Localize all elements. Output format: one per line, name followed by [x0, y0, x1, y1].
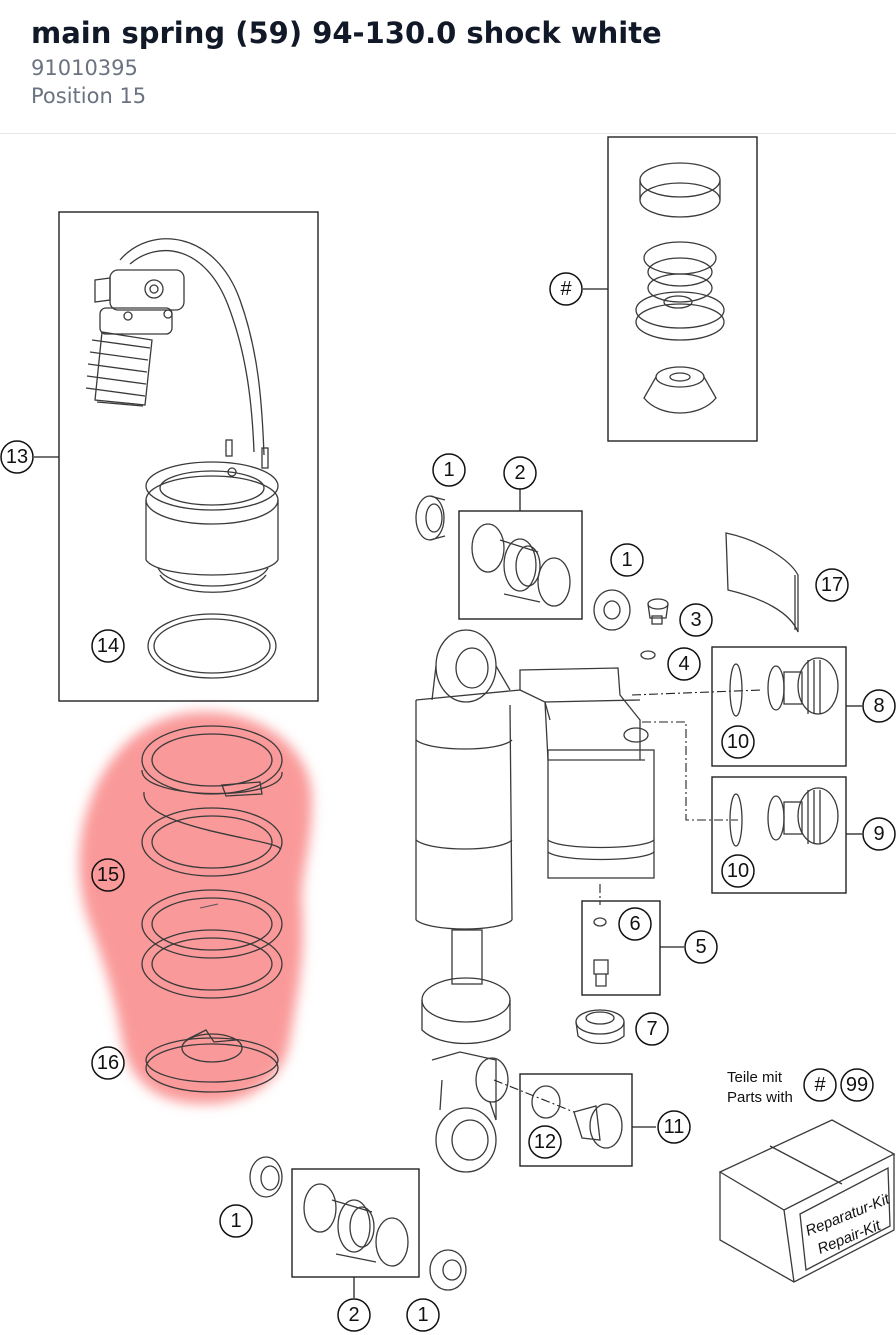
cap-7-drawing — [575, 1009, 625, 1045]
svg-text:7: 7 — [646, 1018, 657, 1040]
callout-1-bottom-right[interactable]: 1 — [406, 1298, 440, 1332]
valve-3-drawing — [647, 598, 669, 625]
bearing-top-drawing — [471, 523, 571, 607]
callout-13[interactable]: 13 — [0, 440, 34, 474]
spring-seat-drawing[interactable] — [145, 1029, 279, 1093]
svg-text:16: 16 — [97, 1052, 119, 1074]
callout-9[interactable]: 9 — [862, 817, 896, 851]
bushing-top-left-drawing — [415, 495, 446, 541]
callout-6[interactable]: 6 — [618, 907, 652, 941]
repair-kit-box-drawing — [718, 1119, 896, 1283]
bushing-bottom-left-drawing — [249, 1156, 283, 1198]
group-box-13 — [58, 211, 319, 702]
svg-text:15: 15 — [97, 864, 119, 886]
svg-text:6: 6 — [629, 913, 640, 935]
callout-12[interactable]: 12 — [528, 1125, 562, 1159]
leader-body-to-11 — [493, 1079, 575, 1113]
svg-text:5: 5 — [695, 936, 706, 958]
reservoir-drawing — [85, 238, 279, 679]
callout-hash-top[interactable]: # — [549, 272, 583, 306]
valve-5-drawing — [593, 917, 609, 987]
callout-1-top-left[interactable]: 1 — [432, 453, 466, 487]
callout-11[interactable]: 11 — [657, 1110, 691, 1144]
svg-text:#: # — [560, 278, 572, 300]
svg-text:8: 8 — [873, 695, 884, 717]
group-box-5 — [581, 900, 661, 996]
main-spring-drawing[interactable] — [141, 725, 283, 999]
callout-8[interactable]: 8 — [862, 689, 896, 723]
svg-text:9: 9 — [873, 823, 884, 845]
callout-15[interactable]: 15 — [91, 858, 125, 892]
svg-text:1: 1 — [230, 1210, 241, 1232]
highlight-region-15[interactable] — [79, 712, 312, 1104]
svg-text:11: 11 — [664, 1116, 685, 1138]
callout-99[interactable]: 99 — [840, 1068, 874, 1102]
callout-2-top[interactable]: 2 — [503, 456, 537, 490]
callout-2-bottom[interactable]: 2 — [337, 1298, 371, 1332]
callout-7[interactable]: 7 — [635, 1012, 669, 1046]
svg-text:99: 99 — [846, 1074, 868, 1096]
svg-text:10: 10 — [727, 860, 749, 882]
svg-text:4: 4 — [678, 653, 689, 675]
group-box-9 — [711, 776, 847, 894]
part-header: main spring (59) 94-130.0 shock white 91… — [0, 0, 896, 134]
svg-text:14: 14 — [97, 635, 119, 657]
svg-text:2: 2 — [348, 1304, 359, 1326]
piston-9-drawing — [729, 787, 839, 847]
valve-11-drawing — [531, 1085, 623, 1149]
svg-text:10: 10 — [727, 731, 749, 753]
group-box-11 — [519, 1073, 633, 1167]
callout-17[interactable]: 17 — [815, 568, 849, 602]
part-title: main spring (59) 94-130.0 shock white — [31, 16, 662, 50]
shock-body-drawing — [415, 629, 655, 1173]
svg-text:17: 17 — [821, 574, 843, 596]
svg-text:12: 12 — [534, 1131, 556, 1153]
leader-body-to-8 — [631, 689, 763, 696]
svg-text:1: 1 — [417, 1304, 428, 1326]
bearing-bottom-drawing — [303, 1183, 409, 1267]
callout-hash-kit[interactable]: # — [803, 1068, 837, 1102]
svg-text:1: 1 — [621, 549, 632, 571]
callout-3[interactable]: 3 — [679, 603, 713, 637]
callout-1-bottom-left[interactable]: 1 — [219, 1204, 253, 1238]
callout-1-top-right[interactable]: 1 — [610, 543, 644, 577]
leader-body-to-9 — [642, 721, 738, 821]
callout-10-a[interactable]: 10 — [721, 725, 755, 759]
bushing-bottom-right-drawing — [429, 1249, 467, 1291]
svg-text:13: 13 — [6, 446, 28, 468]
svg-text:2: 2 — [514, 462, 525, 484]
callout-16[interactable]: 16 — [91, 1046, 125, 1080]
svg-text:#: # — [814, 1074, 826, 1096]
callout-4[interactable]: 4 — [667, 647, 701, 681]
callout-5[interactable]: 5 — [684, 930, 718, 964]
callout-10-b[interactable]: 10 — [721, 854, 755, 888]
seal-kit-drawing — [635, 162, 725, 414]
piston-8-drawing — [729, 657, 839, 717]
part-number: 91010395 — [31, 56, 138, 80]
callout-14[interactable]: 14 — [91, 629, 125, 663]
sleeve-17-drawing — [725, 532, 799, 633]
svg-text:1: 1 — [443, 459, 454, 481]
washer-4-drawing — [640, 650, 656, 660]
bushing-top-right-drawing — [593, 589, 631, 631]
svg-text:3: 3 — [690, 609, 701, 631]
part-position: Position 15 — [31, 84, 147, 108]
kit-note-line-2: Parts with — [727, 1089, 793, 1106]
kit-note-line-1: Teile mit — [727, 1069, 783, 1086]
group-box-2-bottom — [291, 1168, 420, 1278]
